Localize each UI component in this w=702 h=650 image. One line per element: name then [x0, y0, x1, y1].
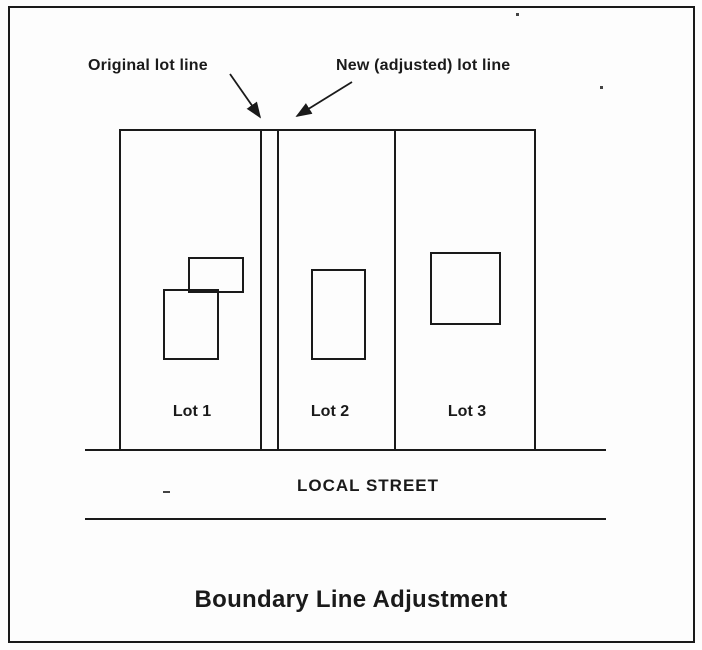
lot1-building-upper — [188, 257, 244, 293]
new-adjusted-lot-line — [277, 129, 279, 451]
lot3-building — [430, 252, 501, 325]
lot3-label: Lot 3 — [447, 403, 487, 420]
lot3-right-line — [534, 129, 536, 451]
scan-artifact — [600, 86, 603, 89]
lot2-label: Lot 2 — [310, 403, 350, 420]
lots-top-boundary-line — [119, 129, 536, 131]
lot1-label: Lot 1 — [172, 403, 212, 420]
original-lot-line-label: Original lot line — [88, 57, 208, 74]
scan-artifact — [516, 13, 519, 16]
original-lot-line — [260, 129, 262, 451]
street-upper-line — [85, 449, 606, 451]
lot2-lot3-boundary-line — [394, 129, 396, 451]
new-lot-line-label: New (adjusted) lot line — [336, 57, 511, 74]
diagram-title: Boundary Line Adjustment — [194, 586, 508, 613]
street-label: LOCAL STREET — [297, 476, 440, 495]
lot1-building-lower — [163, 289, 219, 360]
lot1-left-line — [119, 129, 121, 451]
lot2-building — [311, 269, 366, 360]
scan-artifact — [163, 491, 170, 493]
diagram-border — [8, 6, 695, 643]
street-lower-line — [85, 518, 606, 520]
